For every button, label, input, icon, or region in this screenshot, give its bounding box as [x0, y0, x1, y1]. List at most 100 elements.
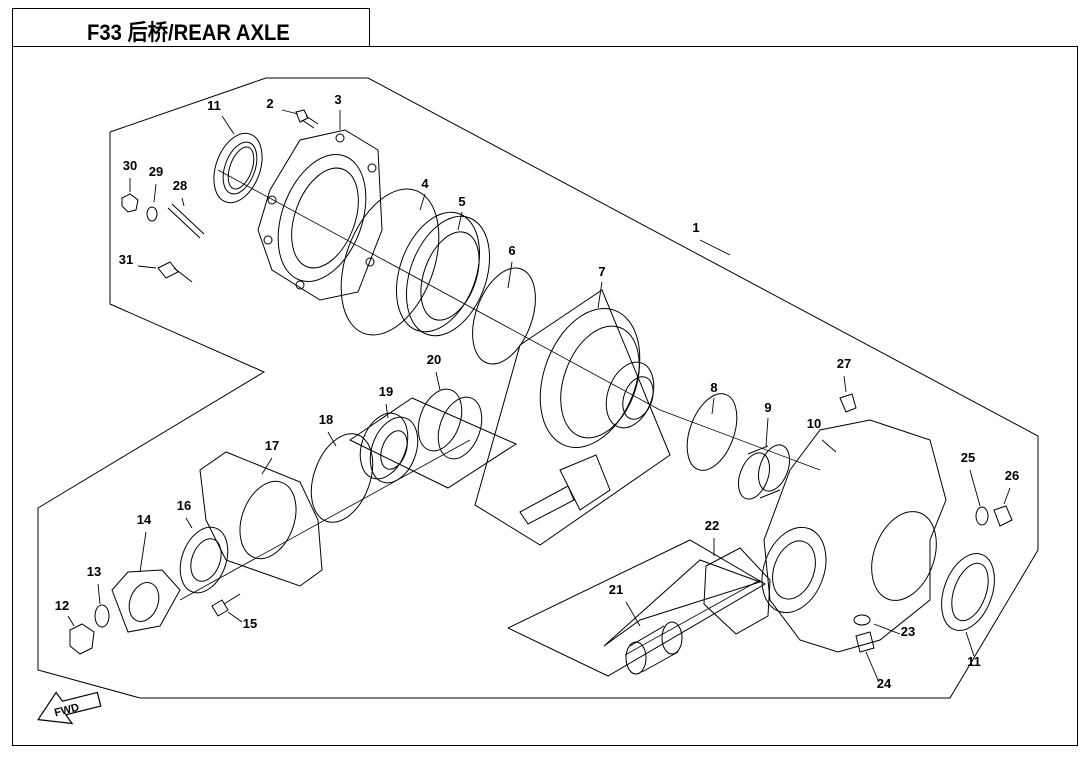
callout-27: 27: [837, 356, 851, 371]
part-8-gasket: [686, 393, 738, 471]
callout-29: 29: [149, 164, 163, 179]
callout-leader-24: [865, 651, 879, 681]
fwd-arrow-icon: FWD: [37, 691, 102, 725]
title-box: F33 后桥/REAR AXLE: [12, 8, 370, 46]
callout-23: 23: [901, 624, 915, 639]
callout-leader-28: [181, 197, 185, 207]
part-5-ball-bearing: [395, 211, 491, 337]
part-26-plug: [993, 505, 1013, 527]
callout-14: 14: [137, 512, 152, 527]
callout-28: 28: [173, 178, 187, 193]
part-16-seal: [179, 526, 229, 594]
part-24-drain-plug: [855, 631, 875, 653]
part-17-flange-housing: [199, 451, 323, 587]
callout-leader-26: [1003, 487, 1011, 505]
page-title: F33 后桥/REAR AXLE: [87, 20, 290, 45]
group-outline-sleeves: [603, 559, 762, 647]
part-14-hub: [111, 569, 181, 633]
callout-11: 11: [207, 98, 221, 113]
part-13-washer: [94, 604, 110, 628]
callout-leader-20: [435, 371, 441, 391]
callout-30: 30: [123, 158, 137, 173]
callout-leader-16: [185, 517, 193, 529]
callout-leader-17: [261, 457, 273, 475]
callout-6: 6: [508, 243, 515, 258]
callout-22: 22: [705, 518, 719, 533]
callout-19: 19: [379, 384, 393, 399]
callout-leader-13: [97, 583, 101, 605]
part-6-shim: [472, 267, 536, 365]
part-11-oil-seal-top: [213, 132, 263, 204]
part-19-bearing: [359, 412, 419, 484]
callout-leader-29: [153, 183, 157, 203]
callout-13: 13: [87, 564, 101, 579]
callout-16: 16: [177, 498, 191, 513]
callout-leader-7: [597, 281, 603, 309]
callout-leader-9: [765, 417, 769, 447]
callout-10: 10: [807, 416, 821, 431]
pinion-gear: [519, 454, 611, 525]
callout-8: 8: [710, 380, 717, 395]
part-25-washer: [975, 506, 989, 526]
part-15-bolt: [211, 593, 241, 617]
callout-7: 7: [598, 264, 605, 279]
part-28-stud: [167, 203, 205, 239]
callout-leader-11: [221, 115, 235, 135]
callout-leader-10: [821, 439, 837, 453]
part-27-breather: [839, 393, 857, 413]
part-9-needle-bearing: [737, 444, 791, 500]
callout-leader-25: [969, 469, 981, 507]
callout-leader-12: [67, 615, 75, 627]
callout-2: 2: [266, 96, 273, 111]
callout-leader-15: [227, 611, 243, 623]
callout-25: 25: [961, 450, 975, 465]
callout-leader-6: [507, 261, 513, 289]
callout-leader-18: [327, 431, 337, 447]
group-outline-gears: [474, 289, 671, 546]
callout-12: 12: [55, 598, 69, 613]
callout-4: 4: [421, 176, 429, 191]
callout-leader-4: [419, 193, 426, 211]
callout-leader-21: [625, 601, 641, 627]
group-outline-bearings: [349, 397, 518, 489]
callout-leader-14: [139, 531, 147, 573]
callout-11: 11: [967, 654, 981, 669]
part-21-sleeves: [625, 621, 683, 675]
part-7-ring-gear: [539, 308, 655, 448]
callout-leader-27: [843, 375, 847, 393]
part-10-axle-housing: [761, 419, 947, 653]
part-31-bolt: [157, 261, 193, 283]
callout-15: 15: [243, 616, 257, 631]
callout-3: 3: [334, 92, 341, 107]
callout-5: 5: [458, 194, 465, 209]
part-18-o-ring: [310, 433, 374, 523]
callout-26: 26: [1005, 468, 1019, 483]
callout-18: 18: [319, 412, 333, 427]
callout-leader-23: [873, 623, 901, 635]
part-11-oil-seal-right: [941, 553, 995, 631]
callout-20: 20: [427, 352, 441, 367]
fwd-label: FWD: [53, 702, 80, 720]
part-22-gasket: [703, 547, 771, 635]
part-2-bolt: [295, 109, 319, 129]
callout-1: 1: [692, 220, 699, 235]
callout-leader-19: [385, 403, 389, 419]
part-23-washer: [853, 614, 871, 626]
group-outline-main: [37, 77, 1039, 699]
callout-21: 21: [609, 582, 623, 597]
callout-leader-2: [281, 109, 299, 115]
part-4-o-ring: [340, 188, 440, 336]
callout-leader-5: [457, 211, 463, 231]
part-29-washer: [146, 206, 158, 222]
callout-leader-8: [711, 397, 715, 415]
group-outline-housing-lower: [507, 539, 766, 677]
axis-lines: [179, 169, 821, 656]
part-30-nut: [121, 193, 139, 213]
callout-24: 24: [877, 676, 892, 691]
callout-leader-1: [699, 239, 731, 256]
part-3-bearing-cover: [257, 129, 383, 301]
callout-17: 17: [265, 438, 279, 453]
